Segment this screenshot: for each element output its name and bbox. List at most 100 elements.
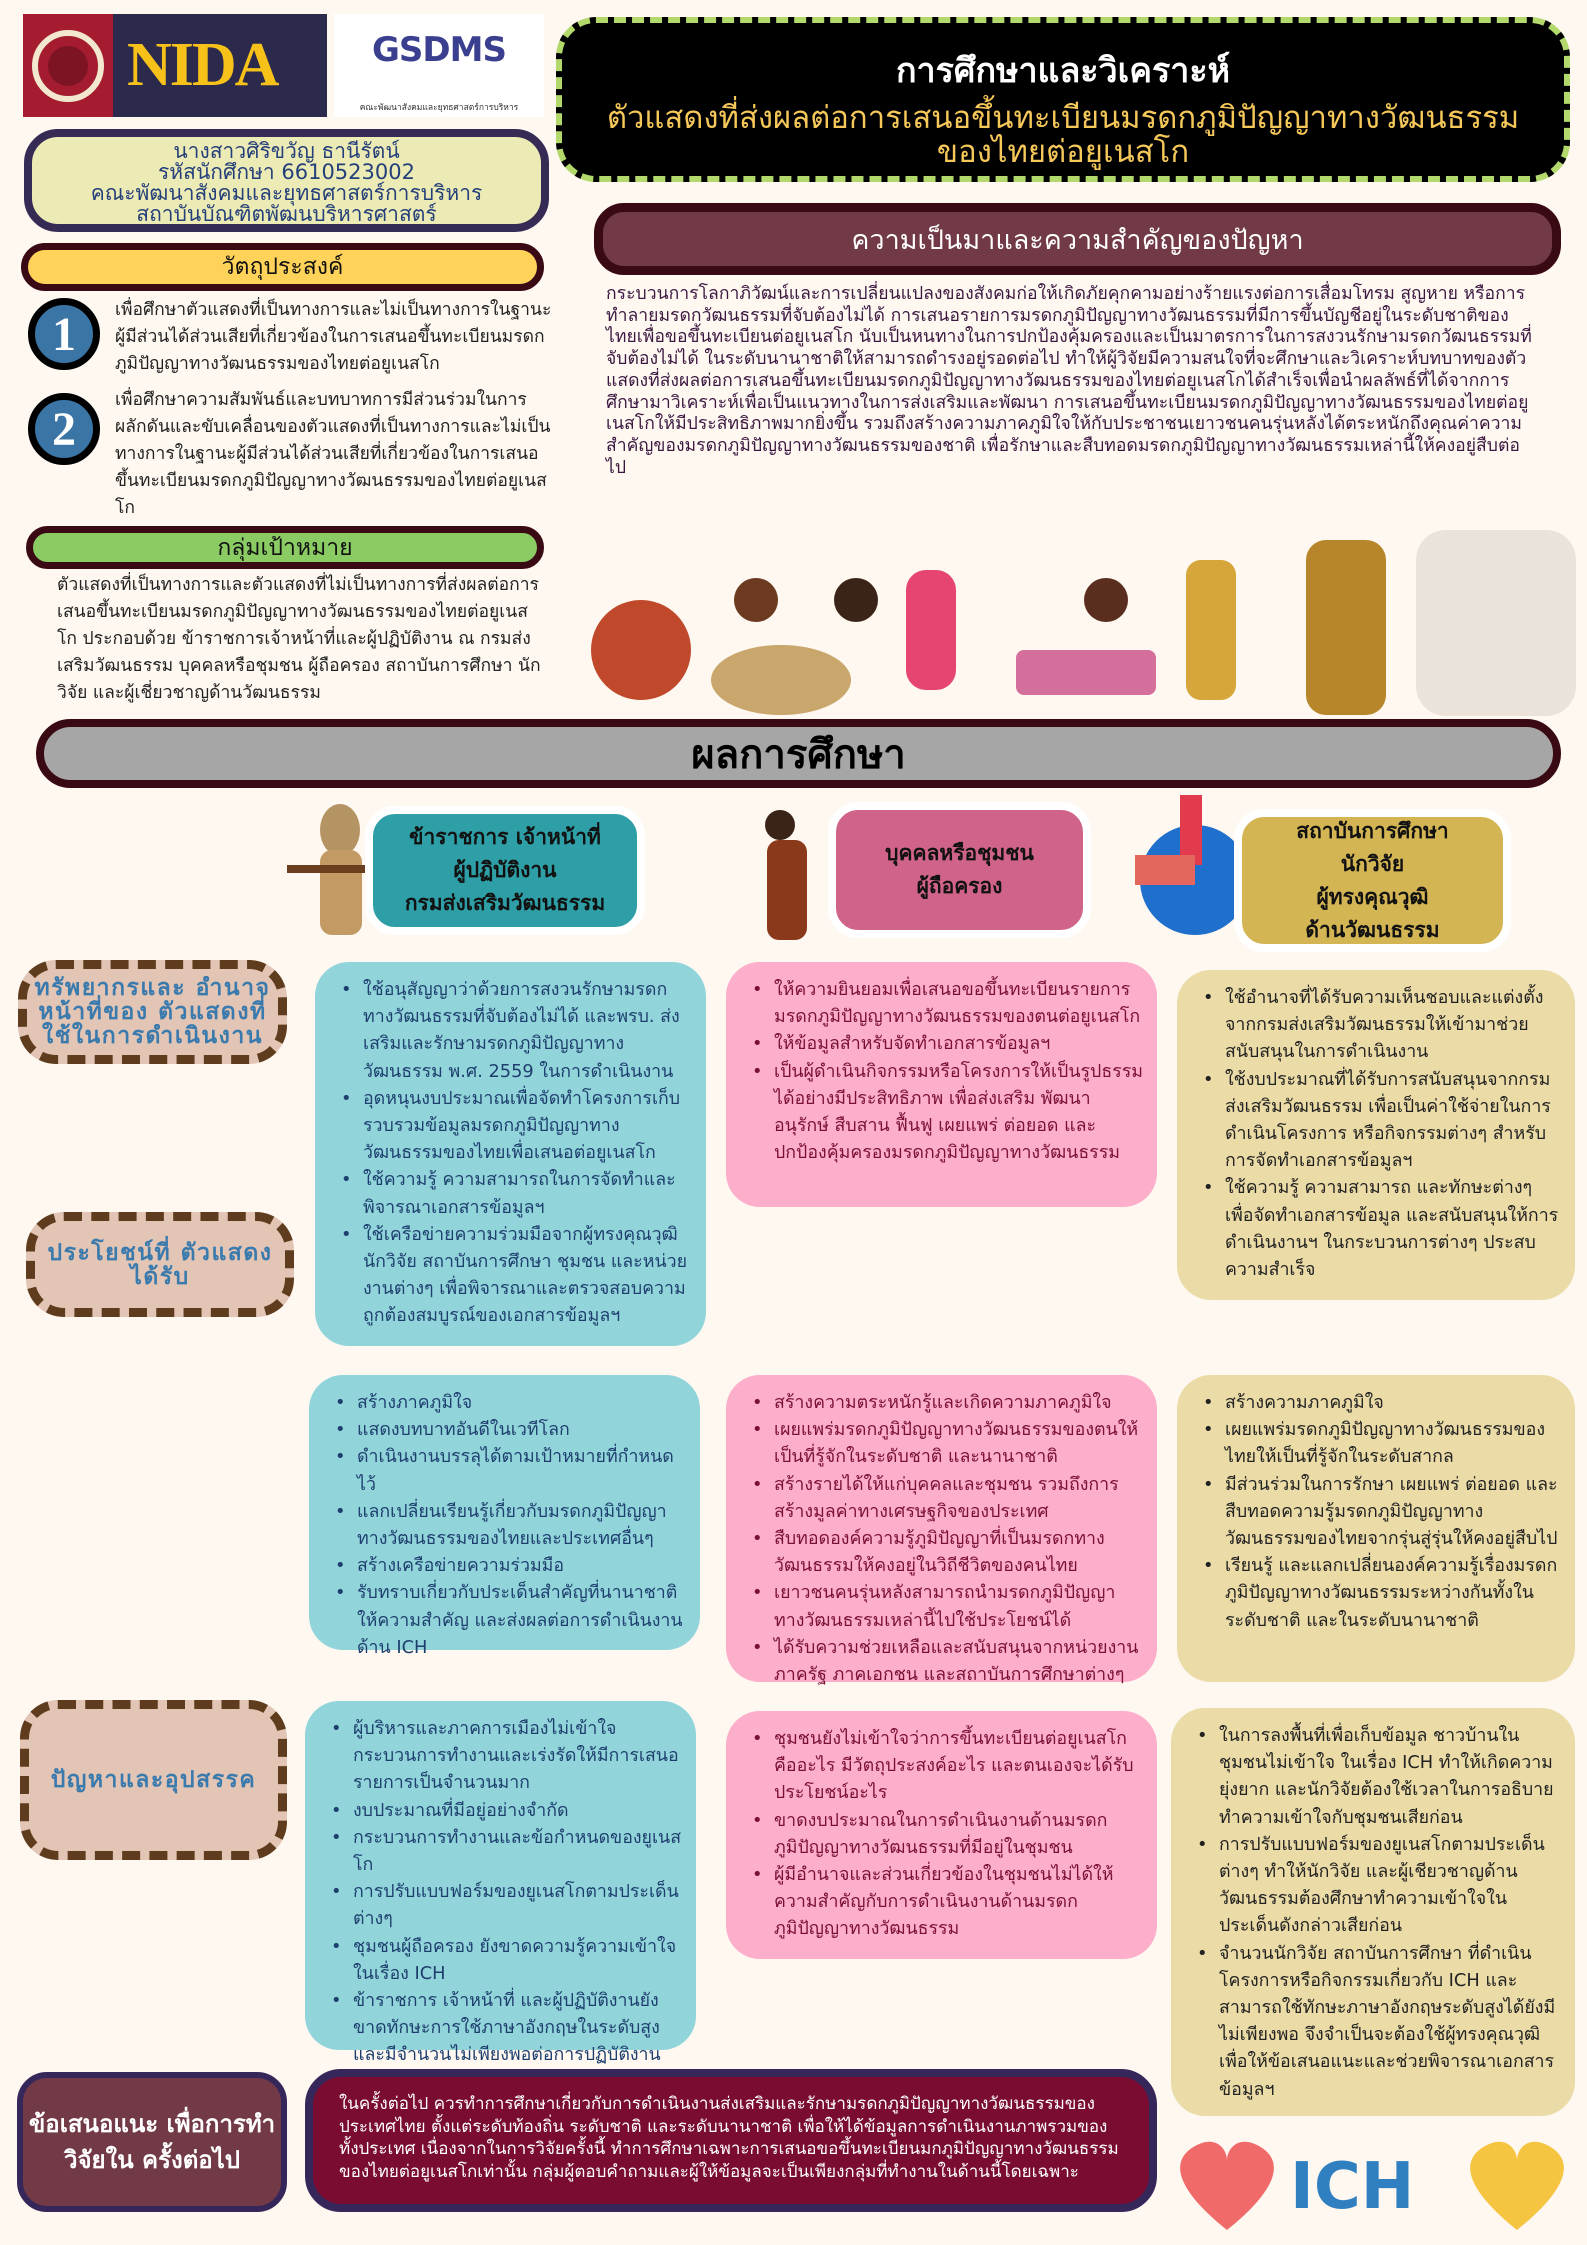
- list-item: ให้ข้อมูลสำหรับจัดทำเอกสารข้อมูลฯ: [744, 1030, 1143, 1057]
- tom-yum-bowl-icon: [591, 600, 691, 700]
- actor-header-line: ผู้ถือครอง: [916, 874, 1003, 898]
- list-item: สร้างเครือข่ายความร่วมมือ: [327, 1552, 686, 1579]
- student-institute: สถาบันบัณฑิตพัฒนบริหารศาสตร์: [136, 202, 437, 226]
- actor-header-line: ด้านวัฒนธรรม: [1305, 917, 1440, 942]
- card-problems-community: ชุมชนยังไม่เข้าใจว่าการขึ้นทะเบียนต่อยูเ…: [726, 1711, 1157, 1959]
- list-item: ในการลงพื้นที่เพื่อเก็บข้อมูล ชาวบ้านในช…: [1189, 1722, 1561, 1831]
- bullet-list: สร้างภาคภูมิใจแสดงบทบาทอันดีในเวทีโลกดำเ…: [327, 1389, 686, 1661]
- list-item: เยาวชนคนรุ่นหลังสามารถนำมรดกภูมิปัญญาทาง…: [744, 1579, 1143, 1633]
- objective-1-text: เพื่อศึกษาตัวแสดงที่เป็นทางการและไม่เป็น…: [115, 300, 552, 374]
- list-item: ใช้อนุสัญญาว่าด้วยการสงวนรักษามรดกทางวัฒ…: [333, 976, 692, 1085]
- title-sub: ตัวแสดงที่ส่งผลต่อการเสนอขึ้นทะเบียนมรดก…: [606, 100, 1520, 170]
- list-item: ขาดงบประมาณในการดำเนินงานด้านมรดกภูมิปัญ…: [744, 1807, 1143, 1861]
- row-label-problems: ปัญหาและอุปสรรค: [20, 1700, 287, 1860]
- list-item: จำนวนนักวิจัย สถาบันการศึกษา ที่ดำเนินโค…: [1189, 1940, 1561, 2103]
- recommendation-heading: ข้อเสนอแนะ เพื่อการทำวิจัยใน ครั้งต่อไป: [17, 2072, 287, 2212]
- student-info: นางสาวศิริขวัญ ธานีรัตน์ รหัสนักศึกษา 66…: [24, 129, 549, 232]
- official-illustration-icon: [287, 804, 365, 935]
- list-item: สร้างรายได้ให้แก่บุคคลและชุมชน รวมถึงการ…: [744, 1471, 1143, 1525]
- list-item: แสดงบทบาทอันดีในเวทีโลก: [327, 1416, 686, 1443]
- list-item: มีส่วนร่วมในการรักษา เผยแพร่ ต่อยอด และส…: [1195, 1471, 1561, 1553]
- bullet-list: สร้างความภาคภูมิใจเผยแพร่มรดกภูมิปัญญาทา…: [1195, 1389, 1561, 1634]
- list-item: ชุมชนยังไม่เข้าใจว่าการขึ้นทะเบียนต่อยูเ…: [744, 1725, 1143, 1807]
- thai-massage-icon: [1016, 650, 1156, 695]
- gsdms-logo: GSDMS คณะพัฒนาสังคมและยุทธศาสตร์การบริหา…: [334, 14, 544, 117]
- gsdms-logo-subtext: คณะพัฒนาสังคมและยุทธศาสตร์การบริหาร: [359, 103, 519, 113]
- student-name: นางสาวศิริขวัญ ธานีรัตน์: [173, 139, 400, 163]
- hanuman-khon-icon: [1416, 530, 1576, 716]
- actor-header-community: บุคคลหรือชุมชนผู้ถือครอง: [828, 802, 1091, 938]
- card-benefits-officials: สร้างภาคภูมิใจแสดงบทบาทอันดีในเวทีโลกดำเ…: [309, 1375, 700, 1658]
- sand-pagoda-icon: [711, 645, 851, 715]
- list-item: ผู้บริหารและภาคการเมืองไม่เข้าใจกระบวนกา…: [323, 1715, 682, 1797]
- list-item: เป็นผู้ดำเนินกิจกรรมหรือโครงการให้เป็นรู…: [744, 1058, 1143, 1167]
- list-item: ชุมชนผู้ถือครอง ยังขาดความรู้ความเข้าใจใ…: [323, 1933, 682, 1987]
- row-label-resources: ทรัพยากรและ อำนาจหน้าที่ของ ตัวแสดงที่ ใ…: [18, 960, 287, 1064]
- list-item: กระบวนการทำงานและข้อกำหนดของยูเนสโก: [323, 1824, 682, 1878]
- dancer-illustration-icon: [765, 810, 807, 940]
- list-item: ใช้อำนาจที่ได้รับความเห็นชอบและแต่งตั้งจ…: [1195, 984, 1561, 1066]
- card-problems-academics: ในการลงพื้นที่เพื่อเก็บข้อมูล ชาวบ้านในช…: [1171, 1708, 1575, 2116]
- list-item: ใช้งบประมาณที่ได้รับการสนับสนุนจากกรมส่ง…: [1195, 1066, 1561, 1175]
- list-item: ข้าราชการ เจ้าหน้าที่ และผู้ปฏิบัติงานยั…: [323, 1987, 682, 2069]
- actor-header-line: บุคคลหรือชุมชน: [885, 841, 1034, 865]
- list-item: สร้างความภาคภูมิใจ: [1195, 1389, 1561, 1416]
- list-item: ใช้ความรู้ ความสามารถ และทักษะต่างๆ เพื่…: [1195, 1174, 1561, 1283]
- bullet-list: ในการลงพื้นที่เพื่อเก็บข้อมูล ชาวบ้านในช…: [1189, 1722, 1561, 2103]
- list-item: ได้รับความช่วยเหลือและสนับสนุนจากหน่วยงา…: [744, 1634, 1143, 1688]
- list-item: ดำเนินงานบรรลุได้ตามเป้าหมายที่กำหนดไว้: [327, 1443, 686, 1497]
- list-item: ผู้มีอำนาจและส่วนเกี่ยวข้องในชุมชนไม่ได้…: [744, 1861, 1143, 1943]
- bullet-list: ใช้อนุสัญญาว่าด้วยการสงวนรักษามรดกทางวัฒ…: [333, 976, 692, 1330]
- list-item: อุดหนุนงบประมาณเพื่อจัดทำโครงการเก็บรวบร…: [333, 1085, 692, 1167]
- list-item: ให้ความยินยอมเพื่อเสนอขอขึ้นทะเบียนรายกา…: [744, 976, 1143, 1030]
- bullet-list: สร้างความตระหนักรู้และเกิดความภาคภูมิใจเ…: [744, 1389, 1143, 1688]
- list-item: งบประมาณที่มีอยู่อย่างจำกัด: [323, 1797, 682, 1824]
- list-item: เผยแพร่มรดกภูมิปัญญาทางวัฒนธรรมของตนให้เ…: [744, 1416, 1143, 1470]
- card-resources-officials: ใช้อนุสัญญาว่าด้วยการสงวนรักษามรดกทางวัฒ…: [315, 962, 706, 1346]
- objective-2-text: เพื่อศึกษาความสัมพันธ์และบทบาทการมีส่วนร…: [115, 390, 551, 518]
- nida-logo: NIDA: [23, 14, 327, 117]
- actor-header-officials: ข้าราชการ เจ้าหน้าที่ผู้ปฏิบัติงานกรมส่ง…: [365, 806, 645, 935]
- bullet-list: ให้ความยินยอมเพื่อเสนอขอขึ้นทะเบียนรายกา…: [744, 976, 1143, 1166]
- student-faculty: คณะพัฒนาสังคมและยุทธศาสตร์การบริหาร: [90, 181, 483, 205]
- target-heading: กลุ่มเป้าหมาย: [26, 526, 544, 569]
- background-text: กระบวนการโลกาภิวัฒน์และการเปลี่ยนแปลงของ…: [606, 284, 1532, 478]
- actor-header-line: ผู้ปฏิบัติงาน: [453, 858, 557, 882]
- objective-number-2: 2: [28, 393, 100, 465]
- poster-title: การศึกษาและวิเคราะห์ ตัวแสดงที่ส่งผลต่อก…: [556, 17, 1570, 182]
- list-item: การปรับแบบฟอร์มของยูเนสโกตามประเด็นต่างๆ…: [1189, 1831, 1561, 1940]
- gsdms-logo-text: GSDMS: [372, 30, 507, 70]
- student-id: รหัสนักศึกษา 6610523002: [158, 160, 415, 184]
- list-item: เรียนรู้ และแลกเปลี่ยนองค์ความรู้เรื่องม…: [1195, 1552, 1561, 1634]
- objective-number-1: 1: [28, 298, 100, 370]
- list-item: ใช้เครือข่ายความร่วมมือจากผู้ทรงคุณวุฒิ …: [333, 1221, 692, 1330]
- actor-header-line: ผู้ทรงคุณวุฒิ: [1316, 884, 1429, 909]
- list-item: สร้างภาคภูมิใจ: [327, 1389, 686, 1416]
- nida-logo-text: NIDA: [127, 31, 279, 99]
- title-main: การศึกษาและวิเคราะห์: [895, 51, 1231, 91]
- bullet-list: ใช้อำนาจที่ได้รับความเห็นชอบและแต่งตั้งจ…: [1195, 984, 1561, 1283]
- ich-art-text: ICH: [1290, 2150, 1415, 2224]
- thai-dancer-icon: [906, 570, 956, 690]
- card-benefits-community: สร้างความตระหนักรู้และเกิดความภาคภูมิใจเ…: [726, 1375, 1157, 1685]
- objectives-heading: วัตถุประสงค์: [21, 243, 544, 291]
- list-item: รับทราบเกี่ยวกับประเด็นสำคัญที่นานาชาติใ…: [327, 1579, 686, 1661]
- list-item: การปรับแบบฟอร์มของยูเนสโกตามประเด็นต่างๆ: [323, 1878, 682, 1932]
- background-heading: ความเป็นมาและความสำคัญของปัญหา: [594, 203, 1561, 275]
- recommendation-text: ในครั้งต่อไป ควรทำการศึกษาเกี่ยวกับการดำ…: [305, 2069, 1157, 2212]
- actor-header-line: นักวิจัย: [1340, 851, 1405, 876]
- list-item: ใช้ความรู้ ความสามารถในการจัดทำและพิจารณ…: [333, 1166, 692, 1220]
- actor-header-line: สถาบันการศึกษา: [1296, 818, 1449, 843]
- list-item: สืบทอดองค์ความรู้ภูมิปัญญาที่เป็นมรดกทาง…: [744, 1525, 1143, 1579]
- row-label-benefits: ประโยชน์ที่ ตัวแสดงได้รับ: [26, 1212, 294, 1317]
- card-resources-academics: ใช้อำนาจที่ได้รับความเห็นชอบและแต่งตั้งจ…: [1177, 970, 1575, 1300]
- actor-header-academics: สถาบันการศึกษานักวิจัยผู้ทรงคุณวุฒิด้านว…: [1234, 809, 1511, 952]
- nida-seal-icon: [23, 14, 113, 117]
- card-benefits-academics: สร้างความภาคภูมิใจเผยแพร่มรดกภูมิปัญญาทา…: [1177, 1375, 1575, 1682]
- card-problems-officials: ผู้บริหารและภาคการเมืองไม่เข้าใจกระบวนกา…: [305, 1701, 696, 2065]
- target-text: ตัวแสดงที่เป็นทางการและตัวแสดงที่ไม่เป็น…: [57, 575, 541, 703]
- actor-header-line: กรมส่งเสริมวัฒนธรรม: [404, 891, 606, 915]
- card-resources-community: ให้ความยินยอมเพื่อเสนอขอขึ้นทะเบียนรายกา…: [726, 962, 1157, 1207]
- list-item: สร้างความตระหนักรู้และเกิดความภาคภูมิใจ: [744, 1389, 1143, 1416]
- actor-header-line: ข้าราชการ เจ้าหน้าที่: [409, 825, 601, 849]
